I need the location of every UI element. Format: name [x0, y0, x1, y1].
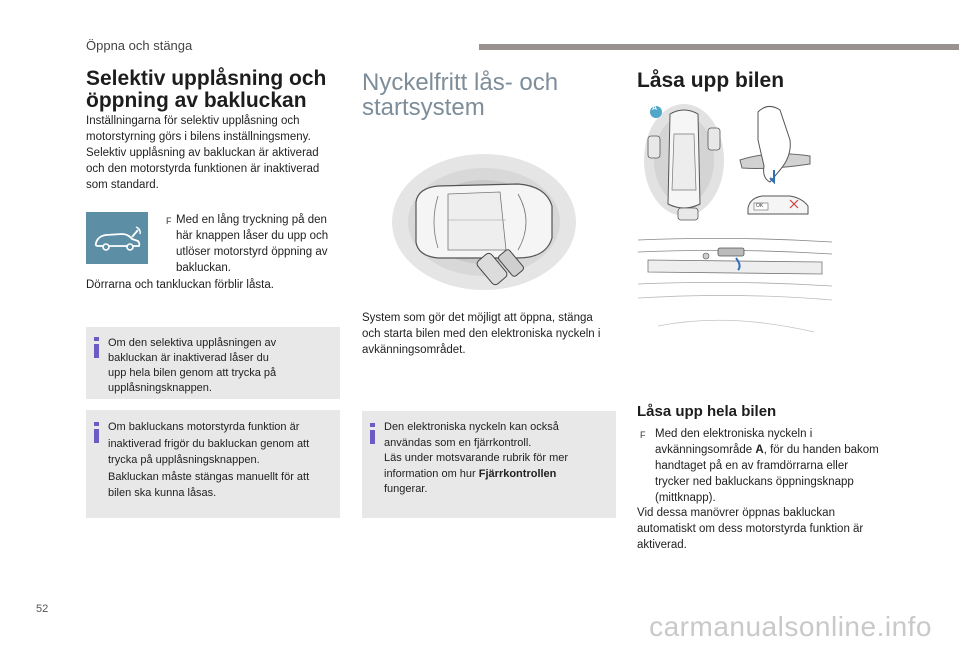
zone-label-ref: A: [755, 444, 764, 456]
col3-after-line: automatiskt om dess motorstyrda funktion…: [637, 523, 864, 535]
note-line: upp hela bilen genom att trycka på: [108, 367, 277, 379]
col3-after: Vid dessa manövrer öppnas bakluckan auto…: [637, 505, 897, 553]
bullet-line: handtaget på en av framdörrarna eller: [655, 460, 849, 472]
info-note: Om bakluckans motorstyrda funktion är in…: [86, 410, 340, 518]
col2-intro-line: avkänningsområdet.: [362, 344, 466, 356]
col1-intro: Inställningarna för selektiv upplåsning …: [86, 113, 346, 193]
col3-after-line: aktiverad.: [637, 539, 687, 551]
col2-intro-line: och starta bilen med den elektroniska ny…: [362, 328, 601, 340]
note-line: bilen ska kunna låsas.: [108, 487, 217, 499]
note-line: Bakluckan måste stängas manuellt för att: [108, 470, 310, 483]
col2-title-line1: Nyckelfritt lås- och: [362, 69, 559, 96]
info-note-text: Om den selektiva upplåsningen av bakluck…: [108, 336, 334, 396]
col1-intro-line: motorstyrning görs i bilens inställnings…: [86, 131, 311, 143]
unlock-illustration: [644, 104, 811, 221]
col3-after-line: Vid dessa manövrer öppnas bakluckan: [637, 507, 835, 519]
bullet-line: avkänningsområde A, för du handen bakom: [655, 442, 905, 458]
info-note: Om den selektiva upplåsningen av bakluck…: [86, 327, 340, 399]
figure-label-a: A: [652, 105, 658, 112]
watermark: carmanualsonline.info: [649, 611, 932, 642]
note-bold-reference: Fjärrkontrollen: [478, 467, 557, 480]
info-note: Den elektroniska nyckeln kan också använ…: [362, 411, 616, 518]
info-note-text: Om bakluckans motorstyrda funktion är in…: [108, 419, 336, 502]
bullet-line: utlöser motorstyrd öppning av: [176, 246, 328, 258]
header-bar: [479, 44, 959, 50]
col1-title: Selektiv upplåsning och öppning av baklu…: [86, 68, 346, 112]
bullet-line: Med en lång tryckning på den: [176, 214, 327, 226]
ok-label: OK: [756, 203, 764, 209]
info-icon-dot: [94, 422, 99, 426]
bullet-line: trycker ned bakluckans öppningsknapp: [655, 476, 854, 488]
col1-intro-line: och den motorstyrda funktionen är inakti…: [86, 163, 320, 175]
note-line: Om den selektiva upplåsningen av: [108, 337, 277, 349]
note-text-span: information om hur: [384, 467, 479, 480]
car-tailgate-icon: [86, 212, 148, 264]
col1-intro-line: Selektiv upplåsning av bakluckan är akti…: [86, 147, 319, 159]
info-icon: [94, 429, 99, 443]
keyless-zone-illustration: [392, 154, 576, 290]
bullet-marker: F: [640, 430, 646, 440]
col3-subtitle: Låsa upp hela bilen: [637, 403, 777, 420]
note-line: upplåsningsknappen.: [108, 382, 212, 394]
note-line: fungerar.: [384, 483, 428, 495]
section-title: Öppna och stänga: [86, 38, 193, 53]
bullet-line: bakluckan.: [176, 262, 231, 274]
col1-title-line1: Selektiv upplåsning och: [86, 67, 327, 90]
bullet-line: (mittknapp).: [655, 492, 716, 504]
col3-bullet-text: Med den elektroniska nyckeln i avkänning…: [655, 426, 905, 506]
note-line: användas som en fjärrkontroll.: [384, 436, 532, 449]
tailgate-button-illustration: [638, 238, 832, 333]
col1-bullet-text: Med en lång tryckning på den här knappen…: [176, 212, 346, 276]
col1-title-line2: öppning av bakluckan: [86, 89, 307, 112]
bullet-text-span: avkänningsområde: [655, 444, 756, 456]
info-icon-dot: [370, 423, 375, 427]
info-note-text: Den elektroniska nyckeln kan också använ…: [384, 420, 612, 498]
page-number: 52: [36, 603, 49, 615]
bullet-text-span: , för du handen bakom: [763, 444, 879, 456]
col2-intro-line: System som gör det möjligt att öppna, st…: [362, 312, 593, 324]
col2-title-line2: startsystem: [362, 94, 485, 121]
note-line: bakluckan är inaktiverad låser du: [108, 352, 269, 364]
bullet-line: Med den elektroniska nyckeln i: [655, 428, 813, 440]
info-icon-dot: [94, 337, 99, 341]
col1-intro-line: Inställningarna för selektiv upplåsning …: [86, 115, 300, 127]
note-line: Den elektroniska nyckeln kan också: [384, 421, 559, 433]
note-line: information om hur Fjärrkontrollen: [384, 467, 612, 483]
bullet-line: här knappen låser du upp och: [176, 230, 329, 242]
col1-after-bullet: Dörrarna och tankluckan förblir låsta.: [86, 279, 274, 291]
note-line: Om bakluckans motorstyrda funktion är: [108, 421, 300, 433]
col1-intro-line: som standard.: [86, 179, 159, 191]
col2-intro: System som gör det möjligt att öppna, st…: [362, 310, 622, 358]
note-line: inaktiverad frigör du bakluckan genom at…: [108, 437, 310, 450]
bullet-marker: F: [166, 216, 172, 226]
col2-title: Nyckelfritt lås- och startsystem: [362, 70, 622, 120]
info-icon: [370, 430, 375, 444]
info-icon: [94, 344, 99, 358]
note-line: trycka på upplåsningsknappen.: [108, 454, 260, 466]
note-line: Läs under motsvarande rubrik för mer: [384, 452, 569, 464]
col3-title: Låsa upp bilen: [637, 69, 785, 92]
